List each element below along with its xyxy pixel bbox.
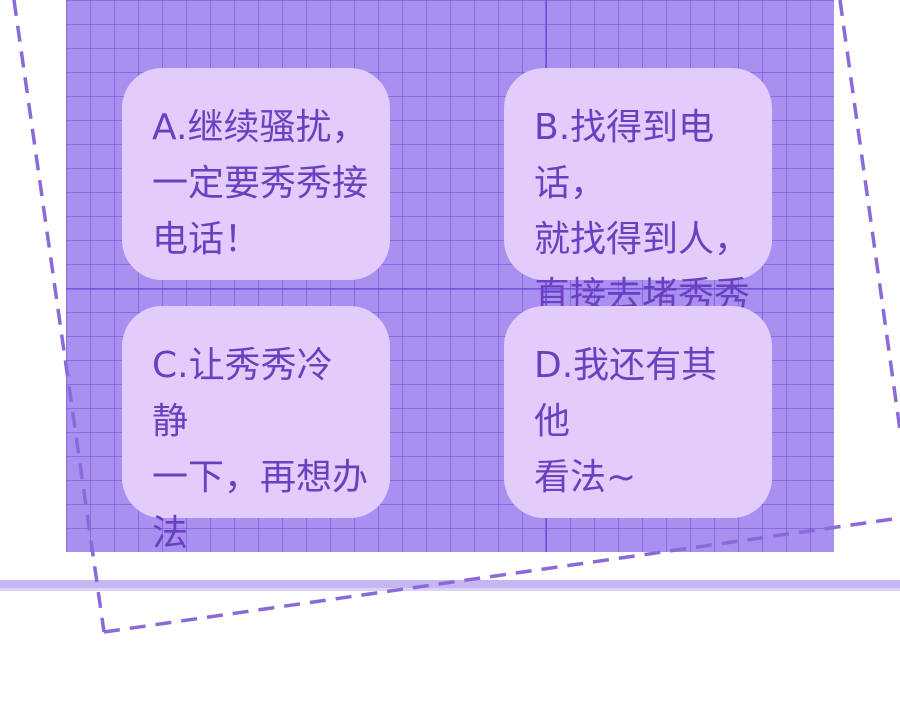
option-a-text: A.继续骚扰， 一定要秀秀接 电话！ (152, 107, 369, 260)
option-card-b[interactable]: B.找得到电话， 就找得到人， 直接去堵秀秀 (504, 68, 772, 316)
bottom-stripe (0, 580, 900, 588)
option-d-text: D.我还有其他 看法~ (534, 345, 718, 498)
grid-horizontal-divider (66, 288, 834, 290)
option-card-c[interactable]: C.让秀秀冷静 一下，再想办 法 (122, 306, 390, 554)
option-c-text: C.让秀秀冷静 一下，再想办 法 (152, 345, 369, 554)
option-card-a[interactable]: A.继续骚扰， 一定要秀秀接 电话！ (122, 68, 390, 280)
option-b-text: B.找得到电话， 就找得到人， 直接去堵秀秀 (534, 107, 751, 316)
bottom-stripe-light (0, 588, 900, 591)
option-card-d[interactable]: D.我还有其他 看法~ (504, 306, 772, 518)
